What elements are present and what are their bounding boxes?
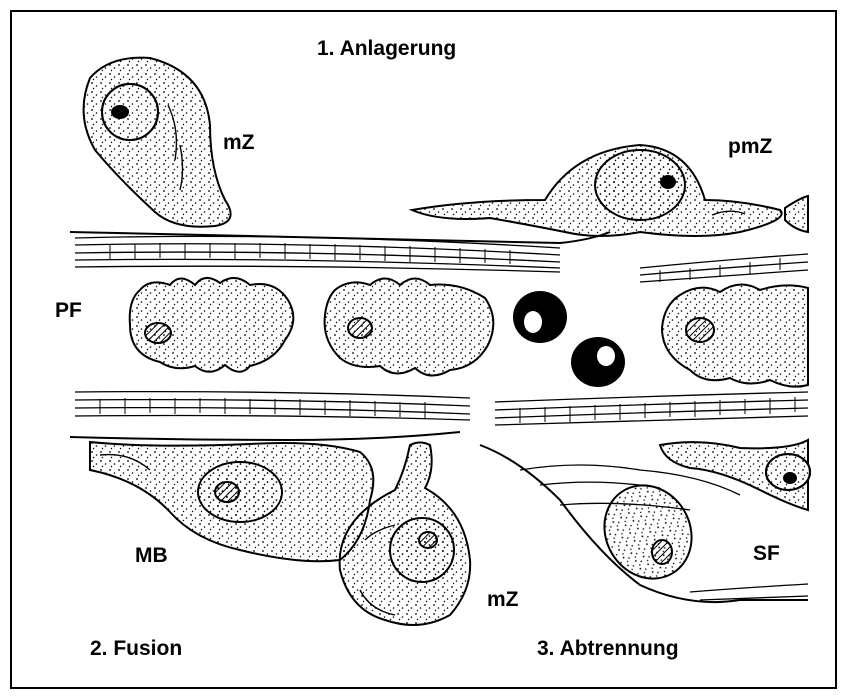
cell-mb <box>90 442 373 561</box>
dark-granules <box>513 291 625 387</box>
myonuclei <box>130 278 808 387</box>
cell-sf <box>480 440 810 602</box>
fiber-bundle-top <box>75 236 808 282</box>
label-sf: SF <box>753 543 780 564</box>
label-mb: MB <box>135 545 168 566</box>
fiber-bundle-middle <box>75 392 808 425</box>
cell-mz-top <box>84 58 231 227</box>
label-pmz: pmZ <box>728 136 772 157</box>
nucleus-3 <box>662 284 808 386</box>
label-stage-abtrennung: 3. Abtrennung <box>537 638 679 659</box>
label-mz-top: mZ <box>223 132 255 153</box>
label-stage-fusion: 2. Fusion <box>90 638 182 659</box>
label-mz-bottom: mZ <box>487 589 519 610</box>
label-pf: PF <box>55 300 82 321</box>
label-stage-anlagerung: 1. Anlagerung <box>317 38 456 59</box>
cell-pmz <box>412 145 808 236</box>
